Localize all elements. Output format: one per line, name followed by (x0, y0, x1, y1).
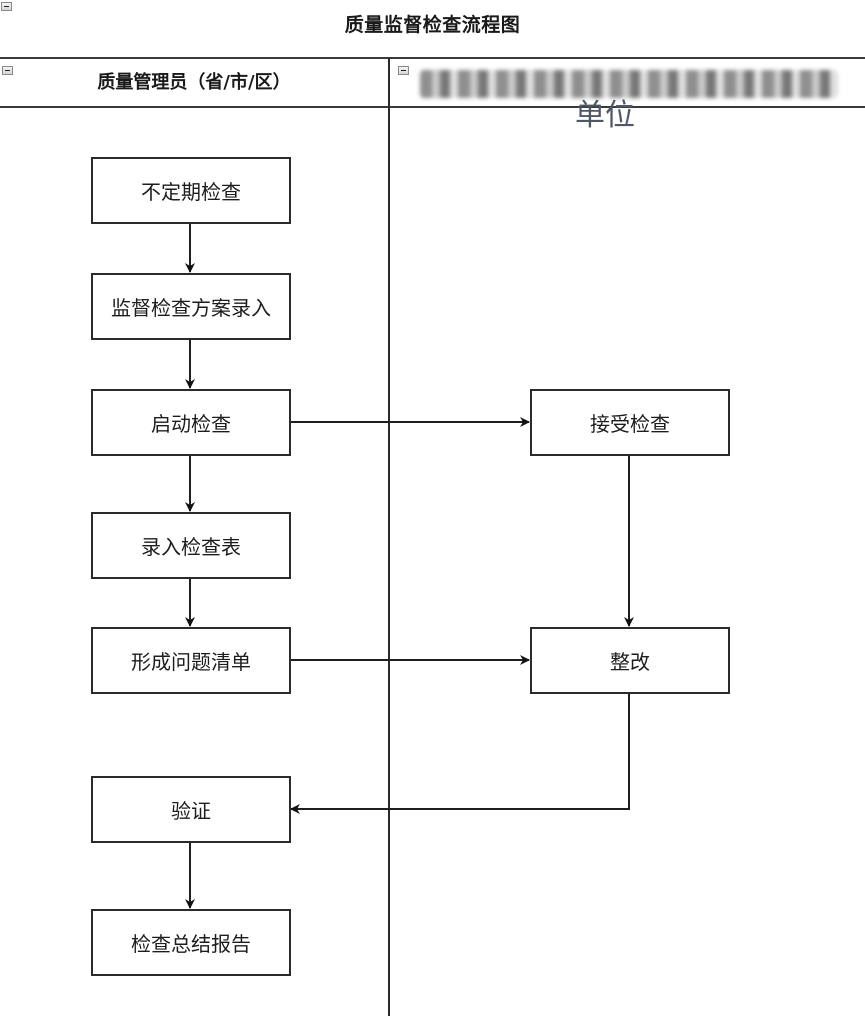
lane-divider (388, 58, 390, 1016)
lane-header-redacted (420, 70, 838, 98)
node-rectification[interactable]: 整改 (530, 627, 730, 694)
node-accept-inspection[interactable]: 接受检查 (530, 389, 730, 456)
node-plan-entry[interactable]: 监督检查方案录入 (91, 273, 291, 340)
node-enter-checklist[interactable]: 录入检查表 (91, 512, 291, 579)
lane-header-right-suffix: 单位 (575, 98, 635, 133)
node-issue-list[interactable]: 形成问题清单 (91, 627, 291, 694)
collapse-diagram-icon[interactable] (1, 2, 12, 11)
node-irregular-inspection[interactable]: 不定期检查 (91, 157, 291, 224)
lane-header-quality-manager: 质量管理员（省/市/区） (97, 72, 291, 93)
collapse-lane-left-icon[interactable] (2, 66, 13, 75)
node-verification[interactable]: 验证 (91, 776, 291, 843)
collapse-lane-right-icon[interactable] (398, 66, 409, 75)
edge-r2-n6 (290, 693, 630, 814)
lane-header-top-border (0, 57, 865, 59)
node-summary-report[interactable]: 检查总结报告 (91, 909, 291, 976)
lane-header-bottom-border (0, 106, 865, 108)
diagram-title: 质量监督检查流程图 (344, 14, 521, 36)
node-start-inspection[interactable]: 启动检查 (91, 389, 291, 456)
